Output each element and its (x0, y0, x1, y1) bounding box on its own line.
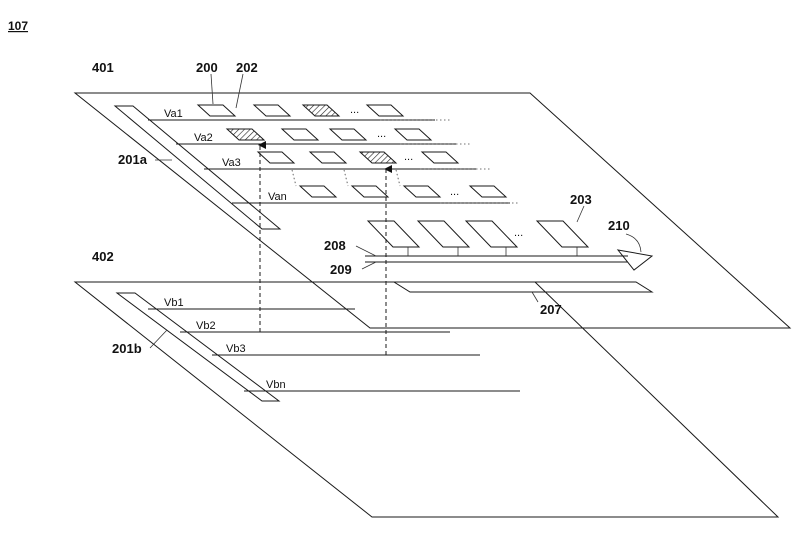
ellipsis-3: ... (404, 151, 413, 163)
pixel-cell (298, 185, 338, 198)
unit-203 (535, 220, 590, 248)
ellipsis-n: ... (450, 186, 459, 198)
pixel-cell (420, 151, 460, 164)
driver-201b-bar (115, 292, 281, 402)
pixel-cell (402, 185, 442, 198)
label-vb3: Vb3 (226, 343, 246, 355)
leader-209 (361, 261, 377, 270)
label-203: 203 (570, 192, 592, 207)
pixel-cell-selected (225, 128, 266, 141)
pixel-cell (280, 128, 320, 141)
label-va2: Va2 (194, 132, 213, 144)
pixel-cell (328, 128, 368, 141)
ellipsis-units: ... (514, 227, 523, 239)
pixel-cell (308, 151, 348, 164)
label-209: 209 (330, 262, 352, 277)
label-vb1: Vb1 (164, 297, 184, 309)
bar-207 (392, 281, 654, 293)
layer-402-plane (73, 281, 780, 518)
label-210: 210 (608, 218, 630, 233)
leader-210 (625, 233, 642, 253)
unit-203 (366, 220, 421, 248)
label-va3: Va3 (222, 157, 241, 169)
label-201a: 201a (118, 152, 148, 167)
pixel-cell (350, 185, 390, 198)
unit-203 (464, 220, 519, 248)
pixel-cell (365, 104, 405, 117)
pixel-cell-selected (358, 151, 398, 164)
label-402: 402 (92, 249, 114, 264)
leader-200 (210, 73, 214, 105)
label-va1: Va1 (164, 108, 183, 120)
label-202: 202 (236, 60, 258, 75)
leader-208 (355, 245, 377, 257)
unit-203 (416, 220, 471, 248)
pixel-cell (468, 185, 508, 198)
column-dots-2 (343, 169, 349, 187)
label-201b: 201b (112, 341, 142, 356)
ellipsis-2: ... (377, 128, 386, 140)
pixel-cell (393, 128, 433, 141)
leader-202 (235, 73, 244, 109)
label-van: Van (268, 191, 287, 203)
label-vbn: Vbn (266, 379, 286, 391)
label-208: 208 (324, 238, 346, 253)
label-401: 401 (92, 60, 114, 75)
label-vb2: Vb2 (196, 320, 216, 332)
layer-401-plane (73, 92, 792, 329)
column-dots-1 (291, 169, 297, 187)
driver-201a-bar (113, 105, 282, 230)
column-dots-3 (395, 169, 401, 187)
figure-number: 107 (8, 19, 28, 33)
leader-201b (149, 329, 168, 349)
pixel-cell (252, 104, 292, 117)
pixel-cell (301, 104, 341, 117)
ellipsis-1: ... (350, 104, 359, 116)
pixel-cell (256, 151, 296, 164)
label-200: 200 (196, 60, 218, 75)
label-207: 207 (540, 302, 562, 317)
arrow-210 (616, 249, 654, 271)
pixel-cell (196, 104, 237, 117)
leader-203 (576, 205, 585, 223)
leader-207 (531, 291, 539, 303)
